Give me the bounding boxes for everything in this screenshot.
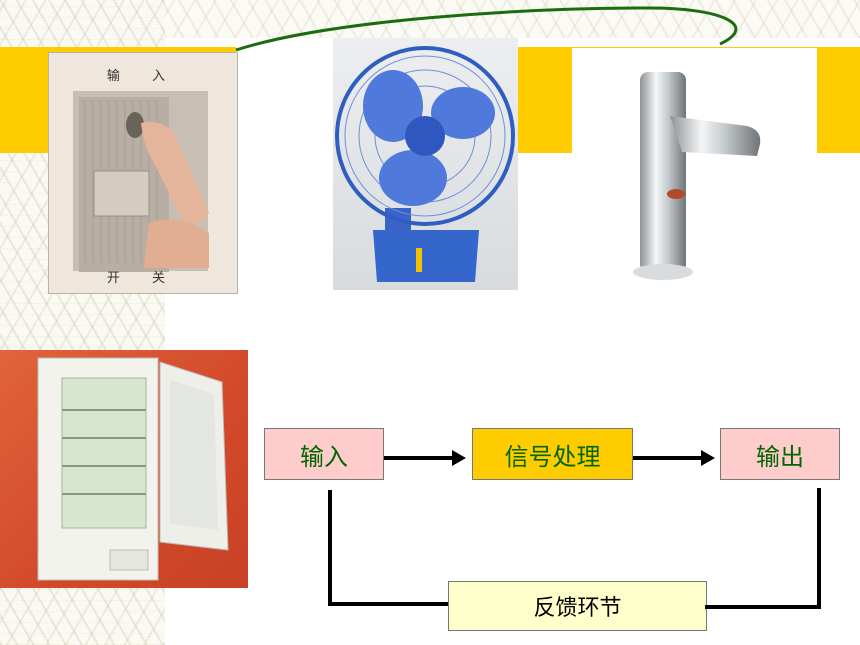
sensor-faucet-photo [572, 48, 817, 292]
feedback-line-left [328, 490, 448, 606]
refrigerator-illustration [37, 357, 229, 581]
green-curve-line [235, 6, 738, 52]
feedback-line-right [705, 488, 821, 609]
fan-illustration [335, 46, 515, 282]
switch-bottom-label: 开 关 [106, 271, 180, 286]
band-gap-1 [236, 47, 333, 153]
switch-illustration [73, 91, 209, 272]
faucet-illustration [633, 72, 761, 280]
touch-switch-photo: 输 入 开 关 [48, 52, 238, 294]
refrigerator-photo [0, 350, 248, 588]
flow-input-box: 输入 [264, 428, 384, 480]
flow-output-box: 输出 [720, 428, 840, 480]
band-segment [518, 47, 572, 153]
flow-feedback-box: 反馈环节 [448, 581, 707, 631]
arrowhead-1 [452, 450, 466, 466]
background-pattern-top [165, 0, 860, 38]
electric-fan-photo [333, 38, 518, 290]
flow-signal-processing-box: 信号处理 [472, 428, 633, 480]
switch-top-label: 输 入 [106, 69, 180, 84]
arrowhead-2 [701, 450, 715, 466]
